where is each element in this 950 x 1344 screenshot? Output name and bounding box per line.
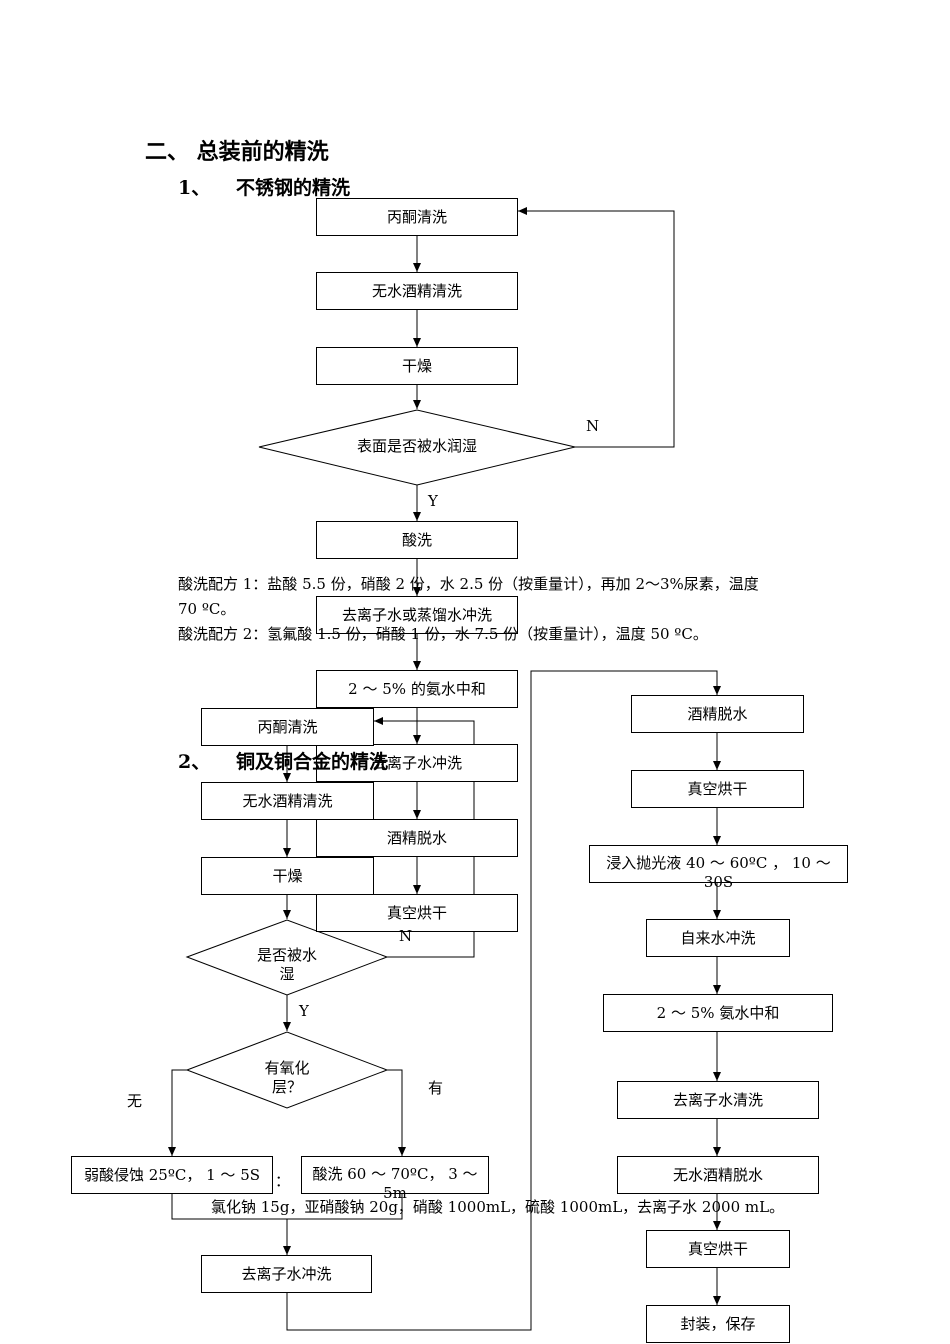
- flow3-vac-dry2-box: 真空烘干: [646, 1230, 790, 1268]
- recipe-line-3: 酸洗配方 2：氢氟酸 1.5 份，硝酸 1 份，水 7.5 份（按重量计），温度…: [178, 625, 708, 643]
- flow2-has-label: 有: [428, 1079, 444, 1097]
- flow2-decision2-diamond: [185, 1031, 389, 1109]
- flow2-polish-colon: ：: [275, 1172, 291, 1190]
- flow3-polish-box: 浸入抛光液 40 ～ 60ºC ， 10 ～ 30S: [589, 845, 848, 891]
- flow1-alc-dehyd-box: 酒精脱水: [316, 819, 518, 857]
- flow2-dry-box: 干燥: [201, 857, 374, 895]
- flow3-tap-rinse-box: 自来水冲洗: [646, 919, 790, 957]
- flow2-decision1-label: 是否被水湿: [256, 946, 317, 983]
- flow1-vac-dry-box: 真空烘干: [316, 894, 518, 932]
- flow3-alc-dehyd-box: 酒精脱水: [631, 695, 804, 733]
- flow1-rinse2-box: 去离子水冲洗: [316, 744, 518, 782]
- recipe-line-1: 酸洗配方 1：盐酸 5.5 份，硝酸 2 份，水 2.5 份（按重量计），再加 …: [178, 575, 759, 593]
- flow2-decision1-diamond: [185, 919, 389, 996]
- subsection-2-number: 2、: [178, 751, 211, 773]
- flow2-y-label: Y: [299, 1002, 309, 1020]
- subsection-2-title: 铜及铜合金的精洗: [236, 751, 389, 773]
- subsection-1-title: 不锈钢的精洗: [236, 177, 351, 199]
- flow1-y-label: Y: [428, 492, 438, 510]
- flow2-weak-acid-box: 弱酸侵蚀 25ºC， 1 ～ 5S: [71, 1156, 273, 1194]
- flow1-alcohol-box: 无水酒精清洗: [316, 272, 518, 310]
- flow1-pickle-box: 酸洗: [316, 521, 518, 559]
- flow1-rinse-di-box: 去离子水或蒸馏水冲洗: [316, 596, 518, 634]
- flow3-vac-dry-box: 真空烘干: [631, 770, 804, 808]
- recipe-line-2: 70 ºC。: [178, 600, 236, 618]
- flow1-decision-diamond: [258, 409, 576, 486]
- flow1-dry-box: 干燥: [316, 347, 518, 385]
- flow3-ammonia-box: 2 ～ 5% 氨水中和: [603, 994, 833, 1032]
- flow2-n-label: N: [399, 927, 413, 945]
- section-title: 二、 总装前的精洗: [145, 139, 329, 165]
- flow2-acid-box: 酸洗 60 ～ 70ºC， 3 ～ 5m: [301, 1156, 489, 1202]
- flow2-none-label: 无: [127, 1092, 143, 1110]
- flow3-anh-alc-box: 无水酒精脱水: [617, 1156, 819, 1194]
- polish-recipe-text: 氯化钠 15g，亚硝酸钠 20g，硝酸 1000mL，硫酸 1000mL，去离子…: [211, 1198, 785, 1216]
- flow3-seal-box: 封装，保存: [646, 1305, 790, 1343]
- flow1-ammonia-box: 2 ～ 5% 的氨水中和: [316, 670, 518, 708]
- flow3-di-rinse-box: 去离子水清洗: [617, 1081, 819, 1119]
- flow1-n-label: N: [586, 417, 600, 435]
- flow1-decision-label: 表面是否被水润湿: [356, 437, 477, 455]
- flow2-acetone-box: 丙酮清洗: [201, 708, 374, 746]
- subsection-1-number: 1、: [178, 177, 211, 199]
- flow2-alcohol-box: 无水酒精清洗: [201, 782, 374, 820]
- flow2-rinse-box: 去离子水冲洗: [201, 1255, 372, 1293]
- flow1-acetone-box: 丙酮清洗: [316, 198, 518, 236]
- flow2-decision2-label: 有氧化层？: [264, 1059, 310, 1096]
